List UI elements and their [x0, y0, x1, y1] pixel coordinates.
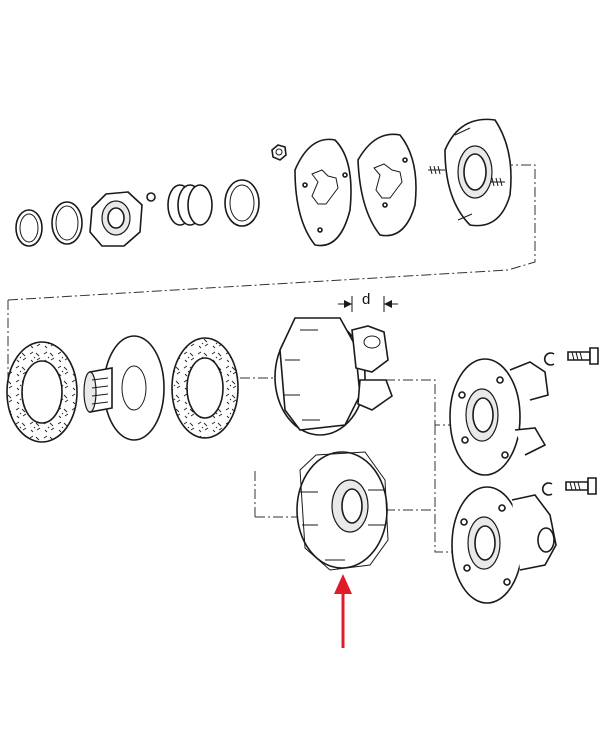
flange-yoke-upper [449, 358, 549, 476]
circlip-lower [541, 482, 553, 496]
bolt-upper [567, 347, 599, 365]
clutch-hub [83, 335, 165, 441]
red-arrow-icon [334, 574, 352, 648]
steel-disc-2 [357, 133, 417, 237]
flange-yoke-lower [451, 486, 557, 604]
o-ring [51, 201, 83, 245]
spring [167, 184, 213, 226]
dimension-label: d [362, 291, 371, 308]
circlip-upper [543, 352, 555, 366]
clutch-housing-upper [274, 317, 393, 436]
dimension-d [338, 296, 398, 312]
pressure-plate [428, 118, 512, 227]
seal-ring [224, 179, 260, 227]
nut [271, 144, 287, 161]
snap-ring-small [15, 209, 43, 247]
friction-disc-right [171, 337, 239, 439]
ball [146, 192, 156, 202]
friction-disc-left [6, 341, 78, 443]
alignment-lines [7, 164, 536, 553]
flange-bearing [89, 191, 143, 247]
steel-disc-1 [294, 138, 352, 247]
clutch-housing-lower [296, 451, 389, 571]
bolt-lower [565, 477, 597, 495]
